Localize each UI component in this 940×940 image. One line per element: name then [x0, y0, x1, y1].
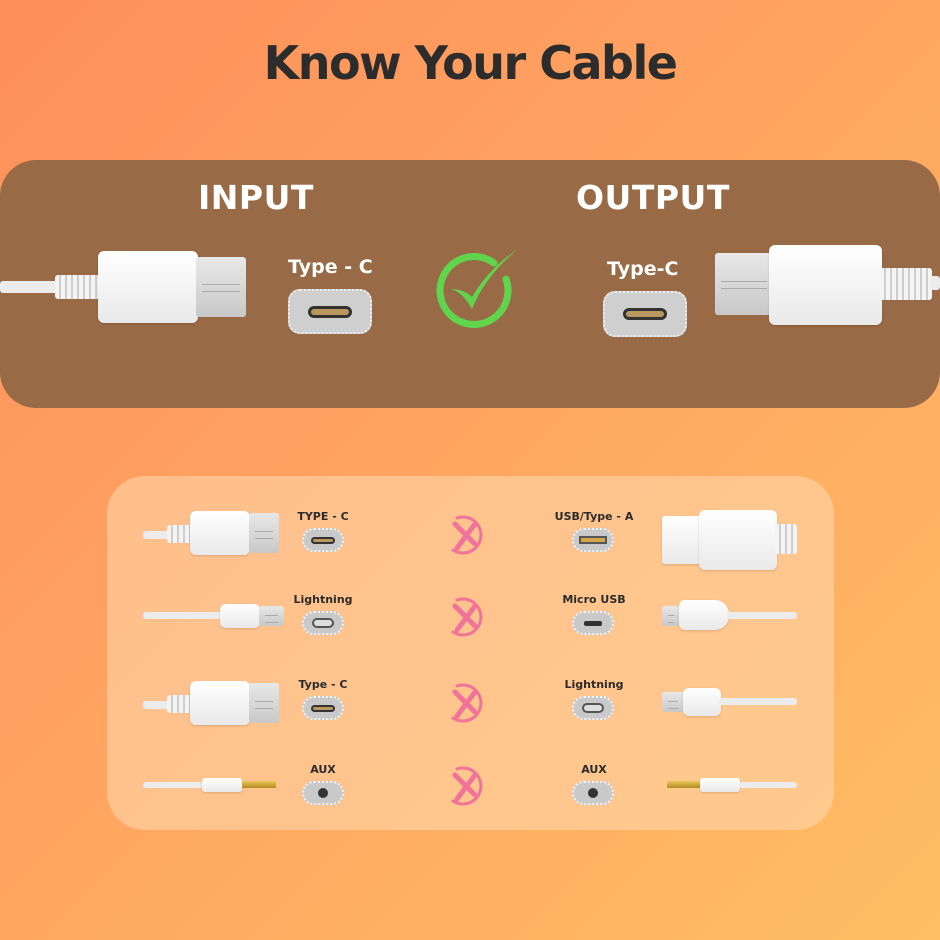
output-port-label: Type-C — [607, 258, 679, 280]
output-port-label: USB/Type - A — [554, 510, 634, 523]
compatible-panel: INPUT OUTPUT Type - C Type-C — [0, 160, 940, 408]
mismatch-row: Type - C Lightning — [107, 668, 834, 748]
type-c-port-icon — [302, 528, 344, 552]
x-circle-icon — [451, 515, 483, 555]
output-heading: OUTPUT — [576, 178, 730, 217]
usb-a-port-icon — [572, 528, 614, 552]
mismatch-row: Lightning Micro USB — [107, 584, 834, 664]
page-title: Know Your Cable — [263, 36, 678, 90]
output-port-label: AUX — [581, 763, 607, 776]
aux-port-icon — [572, 781, 614, 805]
type-c-port-icon — [603, 291, 687, 337]
input-heading: INPUT — [198, 178, 314, 217]
x-circle-icon — [451, 597, 483, 637]
type-c-port-icon — [288, 289, 372, 334]
check-circle-icon — [436, 249, 518, 328]
incompatible-panel: TYPE - C USB/Type - A Lightning Micro US… — [107, 476, 834, 830]
input-port-label: AUX — [310, 763, 336, 776]
type-c-port-icon — [302, 696, 344, 720]
aux-port-icon — [302, 781, 344, 805]
x-circle-icon — [451, 766, 483, 806]
x-circle-icon — [451, 683, 483, 723]
input-port-label: Lightning — [293, 593, 353, 606]
mismatch-row: TYPE - C USB/Type - A — [107, 498, 834, 578]
input-port-label: Type - C — [288, 256, 373, 278]
lightning-port-icon — [572, 696, 614, 720]
input-port-label: Type - C — [298, 678, 348, 691]
input-port-label: TYPE - C — [297, 510, 349, 523]
lightning-port-icon — [302, 611, 344, 635]
output-port-label: Micro USB — [562, 593, 626, 606]
mismatch-row: AUX AUX — [107, 752, 834, 832]
micro-usb-port-icon — [572, 611, 614, 635]
output-port-label: Lightning — [564, 678, 624, 691]
